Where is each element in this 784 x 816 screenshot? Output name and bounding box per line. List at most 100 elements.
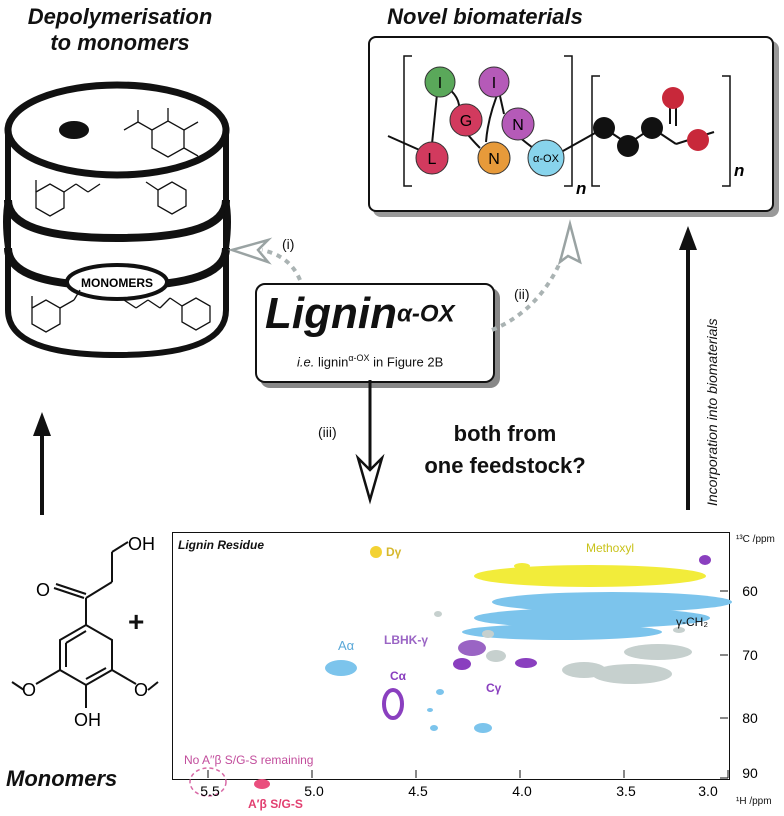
plus-sign: + bbox=[128, 606, 145, 637]
y-tick-60: 60 bbox=[742, 583, 758, 599]
oxygen-atom bbox=[687, 129, 709, 151]
incorporation-label: Incorporation into biomaterials bbox=[704, 318, 720, 506]
peak-d-gamma bbox=[370, 546, 382, 558]
label-gamma-ch2: γ-CH₂ bbox=[676, 615, 708, 629]
peak-a-alpha bbox=[325, 660, 357, 676]
feedstock-question: both from one feedstock? bbox=[405, 418, 605, 482]
peak-methoxyl-edge bbox=[514, 563, 530, 569]
y-tick-80: 80 bbox=[742, 710, 758, 726]
ie-sup: α-OX bbox=[348, 353, 370, 363]
svg-text:G: G bbox=[460, 113, 472, 130]
peak-methoxyl-purple bbox=[699, 555, 711, 565]
monomer-oh-top: OH bbox=[128, 534, 155, 554]
arrow-left-up-head bbox=[33, 412, 51, 436]
carbon-atom bbox=[593, 117, 615, 139]
oxygen-atom bbox=[662, 87, 684, 109]
bead-I-1: I bbox=[424, 66, 456, 98]
peak-grey-2 bbox=[592, 664, 672, 684]
label-c-alpha: Cα bbox=[390, 669, 407, 683]
step-i-label: (i) bbox=[282, 236, 295, 252]
feedstock-question-line2: one feedstock? bbox=[424, 453, 586, 478]
y-tick-90: 90 bbox=[742, 765, 758, 781]
bead-L: L bbox=[415, 141, 449, 175]
polymer-diagram: n n L I G N I N α-OX bbox=[387, 55, 744, 198]
monomer-barrel: MONOMERS bbox=[3, 81, 231, 359]
lignin-title: Ligninα-OX bbox=[265, 289, 455, 339]
x-tick-3.0: 3.0 bbox=[698, 783, 718, 799]
x-tick-5.0: 5.0 bbox=[304, 783, 324, 799]
peak-gamma-ch2-1 bbox=[492, 592, 732, 612]
label-c-gamma: Cγ bbox=[486, 681, 502, 695]
peak-c-gamma-2 bbox=[515, 658, 537, 668]
peak-blue-small-3 bbox=[427, 708, 433, 712]
feedstock-question-line1: both from bbox=[453, 421, 557, 446]
depolymerisation-title-line2: to monomers bbox=[50, 30, 190, 55]
peak-methoxyl bbox=[474, 565, 706, 587]
svg-text:I: I bbox=[438, 75, 442, 92]
svg-text:I: I bbox=[492, 75, 496, 92]
peak-grey-4 bbox=[486, 650, 506, 662]
arrow-ii bbox=[491, 257, 564, 332]
arrow-i-head bbox=[227, 237, 273, 265]
peak-blue-small-1 bbox=[474, 723, 492, 733]
peak-grey-5 bbox=[482, 630, 494, 638]
polymer-n-2: n bbox=[734, 161, 744, 180]
peak-gamma-ch2-2 bbox=[474, 608, 710, 628]
arrow-right-up-head bbox=[679, 226, 697, 250]
missing-a-double-prime-circle bbox=[189, 767, 227, 797]
peak-c-alpha bbox=[382, 688, 404, 720]
arrow-i bbox=[261, 248, 302, 281]
peak-grey-3 bbox=[562, 662, 606, 678]
lignin-alpha-ox-box: Ligninα-OX i.e. ligninα-OX in Figure 2B bbox=[255, 283, 495, 383]
svg-text:N: N bbox=[488, 151, 500, 168]
label-a-prime-beta: A′β S/G-S bbox=[248, 797, 303, 811]
svg-text:N: N bbox=[512, 117, 524, 134]
barrel-bung bbox=[59, 121, 89, 139]
novel-biomaterials-title: Novel biomaterials bbox=[387, 4, 583, 29]
nmr-y-axis-label: ¹³C /ppm bbox=[736, 534, 775, 545]
arrow-iii-head bbox=[355, 453, 385, 505]
peak-grey-7 bbox=[673, 627, 685, 633]
monomer-oh-bottom: OH bbox=[74, 710, 101, 730]
monomers-title: Monomers bbox=[6, 766, 118, 791]
label-lbhk-gamma: LBHK-γ bbox=[384, 633, 428, 647]
label-no-a-double-prime: No A′′β S/G-S remaining bbox=[184, 753, 313, 767]
step-ii-label: (ii) bbox=[514, 286, 530, 302]
svg-text:α-OX: α-OX bbox=[533, 153, 560, 165]
x-tick-3.5: 3.5 bbox=[616, 783, 636, 799]
peak-grey-6 bbox=[434, 611, 442, 617]
monomer-ome-right-o: O bbox=[134, 680, 148, 700]
monomer-molecule: OH O O O OH bbox=[11, 534, 159, 730]
carbon-atom bbox=[641, 117, 663, 139]
barrel-label: MONOMERS bbox=[81, 276, 153, 290]
nmr-title: Lignin Residue bbox=[178, 538, 265, 552]
monomer-carbonyl-o: O bbox=[36, 580, 50, 600]
nmr-plot-frame bbox=[172, 532, 730, 780]
biomaterial-box bbox=[368, 36, 774, 212]
nmr-spectrum: Dγ Methoxyl γ-CH₂ Aα LBHK-γ Cγ Cα No A′′… bbox=[184, 541, 758, 811]
step-iii-label: (iii) bbox=[318, 424, 337, 440]
bead-G: G bbox=[449, 103, 483, 137]
monomer-ome-left-o: O bbox=[22, 680, 36, 700]
peak-a-prime-beta bbox=[254, 779, 270, 789]
depolymerisation-title-line1: Depolymerisation bbox=[27, 4, 213, 29]
nmr-x-axis-label: ¹H /ppm bbox=[736, 796, 772, 807]
polymer-n-1: n bbox=[576, 179, 586, 198]
ie-suffix: in Figure 2B bbox=[369, 354, 444, 370]
peak-lbhk-gamma bbox=[458, 640, 486, 656]
carbon-atom bbox=[617, 135, 639, 157]
depolymerisation-title: Depolymerisation to monomers bbox=[0, 4, 240, 56]
label-d-gamma: Dγ bbox=[386, 545, 402, 559]
x-tick-4.0: 4.0 bbox=[512, 783, 532, 799]
ie-prefix: i.e. bbox=[297, 354, 315, 370]
lignin-caption: i.e. ligninα-OX in Figure 2B bbox=[297, 353, 443, 369]
peak-blue-small-2 bbox=[430, 725, 438, 731]
bead-I-2: I bbox=[478, 66, 510, 98]
svg-text:L: L bbox=[428, 151, 437, 168]
bead-N-2: N bbox=[501, 107, 535, 141]
peak-gamma-ch2-3 bbox=[462, 624, 662, 640]
bead-alpha-ox: α-OX bbox=[527, 139, 565, 177]
peak-blue-small-4 bbox=[436, 689, 444, 695]
lignin-title-sup: α-OX bbox=[396, 300, 455, 328]
